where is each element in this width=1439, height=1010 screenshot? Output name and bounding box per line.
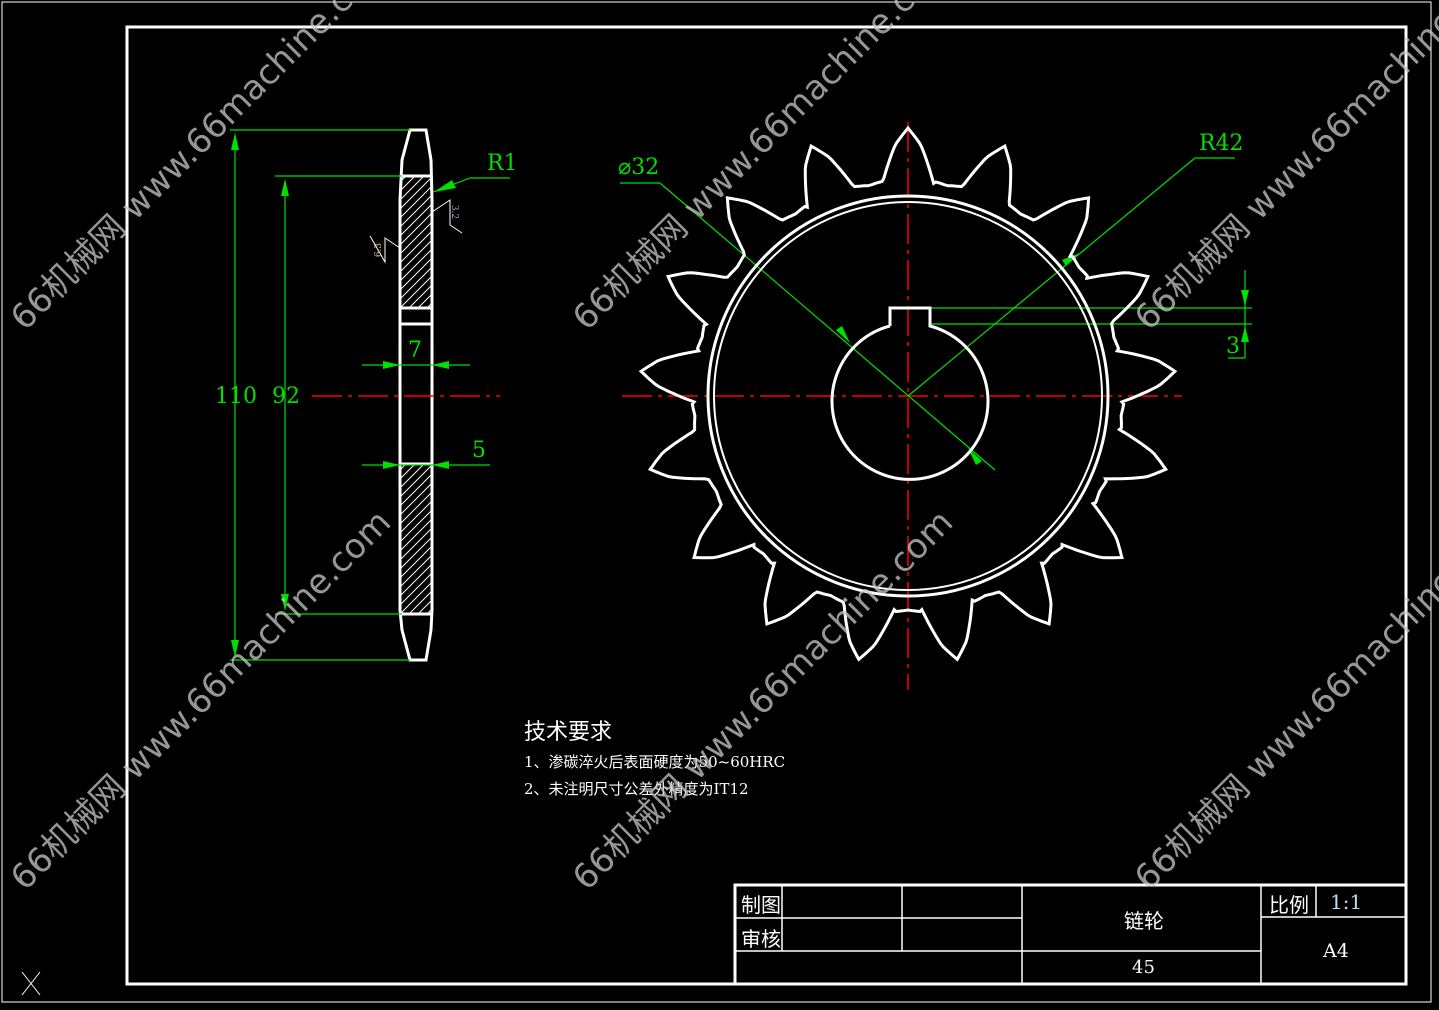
hatch-line (399, 175, 425, 201)
hatch-line (399, 257, 433, 291)
hatch-line (399, 572, 433, 606)
hatch-line (417, 599, 433, 615)
sprocket-front-view (638, 125, 1178, 662)
sprocket-tooth-profile (638, 125, 1178, 662)
dim-radius-r42: R42 (1199, 131, 1244, 156)
hatch-line (399, 545, 433, 579)
hatch-line (399, 212, 433, 246)
dim-pitch-diameter: 92 (272, 384, 300, 409)
hatch-line (399, 509, 433, 543)
scale-value: 1:1 (1330, 890, 1363, 914)
hatch-line (399, 248, 433, 282)
hatch-line (408, 284, 433, 309)
hatch-line (399, 581, 433, 615)
hatch-line (399, 500, 433, 534)
hatch-line (408, 590, 433, 615)
hatch-line (417, 293, 433, 309)
roughness-symbols (369, 199, 463, 264)
section-hatch (399, 175, 433, 615)
dim-outer-diameter: 110 (215, 384, 257, 409)
dim-hub-width: 7 (408, 338, 422, 363)
checked-by-label: 审核 (741, 927, 781, 951)
hatch-line (399, 463, 425, 489)
hatch-line (399, 554, 433, 588)
dim-bore-diameter: ⌀32 (618, 155, 660, 180)
hatch-line (399, 463, 416, 480)
hatch-line (426, 302, 433, 309)
tech-req-item: 2、未注明尺寸公差外精度为IT12 (524, 780, 749, 798)
hatch-line (399, 194, 433, 228)
title-block (733, 883, 1408, 986)
hatch-line (399, 464, 433, 498)
bore-with-keyway (830, 306, 990, 481)
hatch-line (399, 491, 433, 525)
hatch-line (399, 527, 433, 561)
hatch-line (399, 175, 416, 192)
ucs-icon (21, 971, 41, 996)
tech-req-title: 技术要求 (524, 720, 613, 745)
hatch-line (399, 518, 433, 552)
dimension-lines (230, 129, 1252, 661)
hatch-line (399, 203, 433, 237)
hatch-line (426, 608, 433, 615)
hatch-line (399, 221, 433, 255)
material: 45 (1132, 957, 1155, 978)
drawn-by-label: 制图 (741, 893, 781, 917)
ring-outer (706, 194, 1110, 598)
hatch-line (399, 185, 433, 219)
dim-key-depth: 3 (1226, 334, 1240, 359)
ring-inner (713, 201, 1103, 591)
sheet-size: A4 (1323, 940, 1349, 962)
tech-req-item: 1、渗碳淬火后表面硬度为50~60HRC (524, 753, 786, 771)
hatch-line (399, 473, 433, 507)
dim-plate-width: 5 (472, 438, 486, 463)
part-name: 链轮 (1124, 909, 1164, 933)
hatch-line (399, 482, 433, 516)
hatch-line (399, 230, 433, 264)
dim-radius-r1: R1 (487, 151, 518, 176)
hatch-line (399, 275, 433, 309)
hatch-line (399, 239, 433, 273)
hatch-line (399, 563, 433, 597)
hatch-line (399, 176, 433, 210)
roughness-value: 3.2 (449, 204, 460, 220)
hatch-line (399, 175, 407, 183)
dimension-arrows (231, 133, 1249, 657)
roughness-value: 6.3 (374, 242, 385, 258)
hatch-line (399, 266, 433, 300)
hatch-line (399, 536, 433, 570)
scale-label: 比例 (1269, 893, 1309, 917)
